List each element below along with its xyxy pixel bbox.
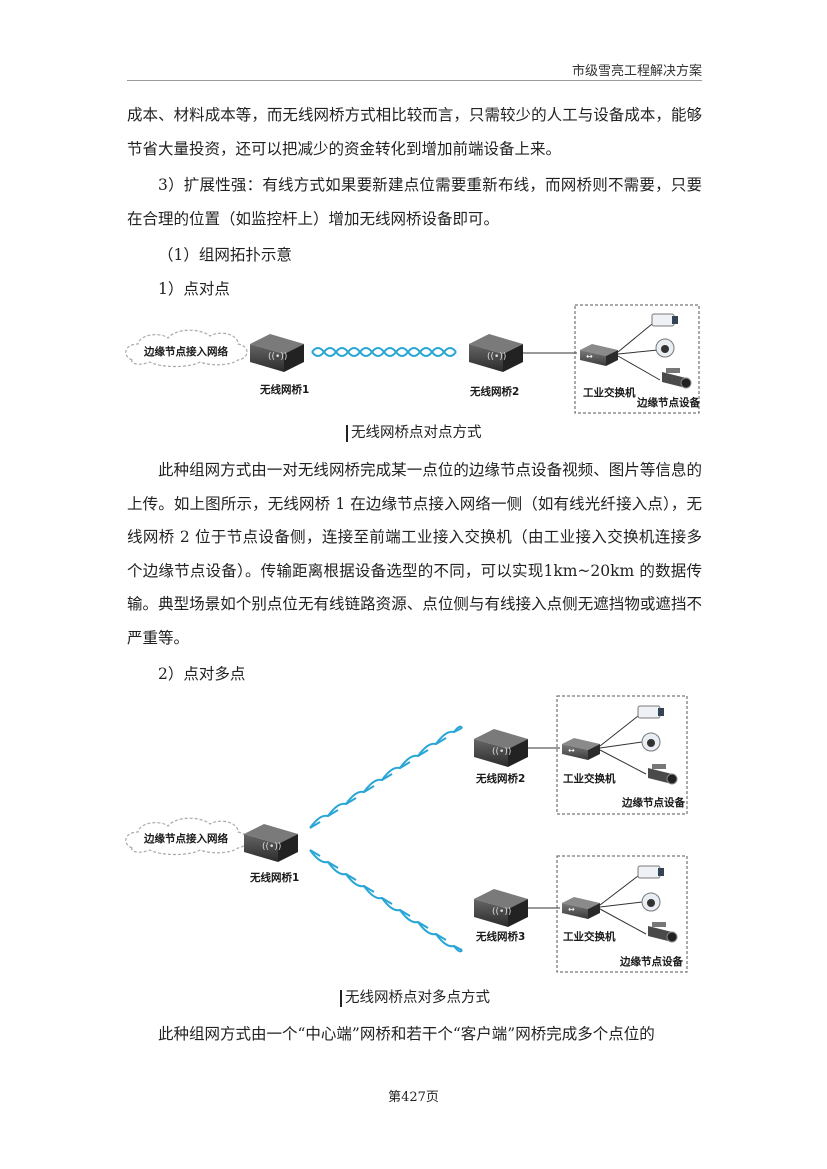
devices-top-label: 边缘节点设备 — [621, 796, 685, 809]
camera-icon — [637, 865, 664, 879]
camera-icon — [655, 338, 675, 358]
network-cloud: 边缘节点接入网络 — [125, 817, 248, 856]
industrial-switch-icon: ↔ — [562, 897, 600, 919]
bridge2-label: 无线网桥2 — [475, 772, 525, 785]
svg-text:((•)): ((•)) — [492, 747, 511, 757]
network-cloud: 边缘节点接入网络 — [125, 329, 248, 368]
cloud-label: 边缘节点接入网络 — [143, 832, 228, 845]
svg-text:↔: ↔ — [568, 905, 575, 914]
wireless-bridge-icon: ((•)) — [469, 334, 523, 372]
switch-bottom-label: 工业交换机 — [563, 930, 616, 943]
wireless-bridge-icon: ((•)) — [250, 334, 304, 372]
switch-label: 工业交换机 — [583, 386, 636, 399]
heading-topology: （1）组网拓扑示意 — [158, 246, 292, 264]
bridge1-label: 无线网桥1 — [249, 871, 299, 884]
camera-icon — [641, 892, 661, 912]
industrial-switch-icon: ↔ — [580, 344, 618, 366]
heading-point-to-point: 1）点对点 — [158, 280, 230, 298]
diagram-point-to-point: 边缘节点接入网络 ((•)) 无线网桥1 ((•)) 无线网桥2 ↔ 工业交换机 — [125, 304, 700, 414]
bridge1-label: 无线网桥1 — [259, 383, 309, 396]
camera-icon — [648, 922, 678, 943]
paragraph-scalability: 3）扩展性强：有线方式如果要新建点位需要重新布线，而网桥则不需要，只要在合理的位… — [127, 176, 702, 228]
industrial-switch-icon: ↔ — [562, 738, 600, 760]
figure-caption-2: 无线网桥点对多点方式 — [340, 990, 490, 1007]
figure-caption-1: 无线网桥点对点方式 — [346, 425, 482, 442]
header-title: 市级雪亮工程解决方案 — [571, 64, 702, 79]
switch-top-label: 工业交换机 — [563, 772, 616, 785]
page-number: 第427页 — [388, 1090, 439, 1105]
wireless-bridge-icon: ((•)) — [244, 824, 298, 862]
wireless-link-wave — [309, 725, 463, 953]
devices-bottom-label: 边缘节点设备 — [619, 955, 683, 968]
camera-icon — [648, 764, 678, 785]
wireless-bridge-icon: ((•)) — [474, 729, 528, 767]
cloud-label: 边缘节点接入网络 — [143, 345, 228, 358]
svg-text:((•)): ((•)) — [262, 842, 281, 852]
paragraph-p2p-description: 此种组网方式由一对无线网桥完成某一点位的边缘节点设备视频、图片等信息的上传。如上… — [127, 461, 702, 647]
svg-text:↔: ↔ — [568, 746, 575, 755]
svg-text:((•)): ((•)) — [492, 907, 511, 917]
svg-text:↔: ↔ — [586, 352, 593, 361]
svg-text:((•)): ((•)) — [487, 352, 506, 362]
page-header: 市级雪亮工程解决方案 — [127, 58, 702, 81]
wireless-bridge-icon: ((•)) — [474, 889, 528, 927]
heading-point-to-multipoint: 2）点对多点 — [158, 665, 246, 683]
paragraph-p2mp-description: 此种组网方式由一个“中心端”网桥和若干个“客户端”网桥完成多个点位的 — [158, 1025, 655, 1043]
svg-text:((•)): ((•)) — [268, 352, 287, 362]
paragraph-cost: 成本、材料成本等，而无线网桥方式相比较而言，只需较少的人工与设备成本，能够节省大… — [127, 106, 702, 158]
bridge2-label: 无线网桥2 — [469, 385, 519, 398]
diagram-point-to-multipoint: 边缘节点接入网络 ((•)) 无线网桥1 ((•)) 无线网桥2 ((•)) 无… — [125, 695, 688, 973]
devices-label: 边缘节点设备 — [636, 396, 700, 409]
camera-icon — [662, 368, 692, 389]
camera-icon — [637, 705, 664, 719]
camera-icon — [651, 313, 678, 327]
bridge3-label: 无线网桥3 — [475, 930, 525, 943]
camera-icon — [641, 732, 661, 752]
wireless-link-wave — [311, 347, 457, 357]
